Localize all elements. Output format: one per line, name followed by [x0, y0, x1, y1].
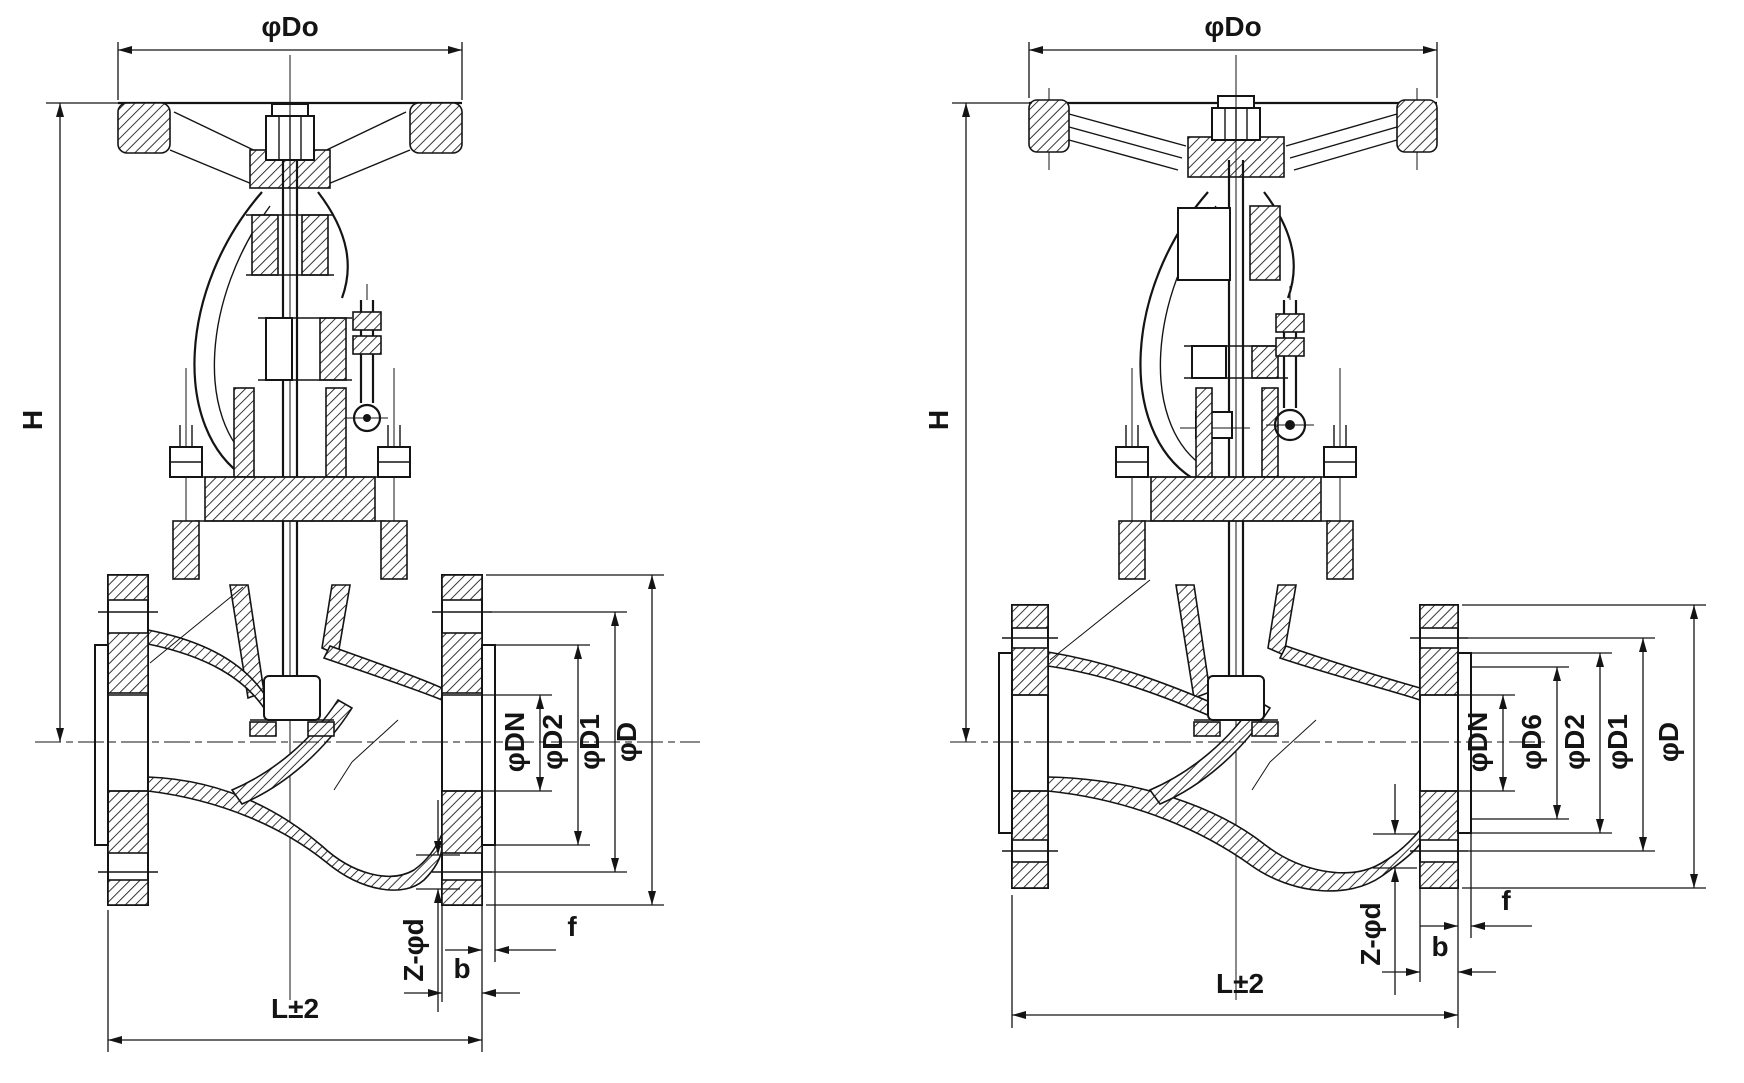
- dim-label-h-b: H: [923, 410, 954, 430]
- dim-label-l-b: L±2: [1216, 968, 1264, 999]
- body-b: [1047, 579, 1421, 892]
- dim-raised-face-height-b: f: [1420, 833, 1532, 938]
- dim-label-d-b: φD: [1653, 722, 1684, 762]
- handwheel-b: [1028, 88, 1438, 178]
- dim-label-zd-a: Z-φd: [398, 918, 429, 982]
- dim-label-d2-b: φD2: [1559, 714, 1590, 770]
- eye-bolt-a: [346, 284, 388, 433]
- dim-flange-od-b: φD: [1462, 604, 1706, 889]
- dim-flange-thickness-b: b: [1382, 888, 1496, 982]
- raised-face-left-a: [94, 644, 109, 846]
- flange-left-b: [998, 604, 1058, 889]
- dim-bore-b: φDN: [1458, 694, 1515, 792]
- dim-height-b: H: [923, 102, 1032, 742]
- dim-gasket-diameter-b: φD6: [1471, 666, 1569, 820]
- bonnet-a: [169, 368, 411, 580]
- handwheel-grip-left: [1028, 99, 1070, 153]
- raised-face-left-b: [998, 652, 1013, 834]
- handwheel-grip-right: [1396, 99, 1438, 153]
- dim-label-b-b: b: [1431, 931, 1448, 962]
- raised-face-right-b: [1457, 652, 1472, 834]
- disc-a: [263, 675, 321, 721]
- dim-raised-face-diameter-b: φD2: [1471, 652, 1612, 834]
- flange-left-a: [94, 574, 158, 906]
- dim-label-h-a: H: [17, 410, 48, 430]
- dim-label-d6-b: φD6: [1516, 714, 1547, 770]
- valve-a: φDo H φD φD1 φD2 φDN: [17, 11, 700, 1052]
- flange-right-b: [1410, 604, 1472, 889]
- dim-label-do-a: φDo: [261, 11, 318, 42]
- dim-bolt-holes-a: Z-φd: [398, 800, 460, 1012]
- disc-b: [1207, 675, 1265, 721]
- dim-bolt-holes-b: Z-φd: [1355, 784, 1417, 995]
- handwheel-rim-right: [409, 102, 463, 154]
- stem-a: [281, 55, 299, 1000]
- dim-label-f-a: f: [567, 911, 577, 942]
- dim-label-zd-b: Z-φd: [1355, 902, 1386, 966]
- dim-label-d1-b: φD1: [1602, 714, 1633, 770]
- valve-b: φDo H φD φD1 φD2 φD6: [923, 11, 1706, 1028]
- dim-label-b-a: b: [453, 953, 470, 984]
- gland-a: [233, 214, 352, 478]
- dim-bolt-circle-b: φD1: [1468, 637, 1655, 852]
- yoke-block-b: [1177, 207, 1231, 281]
- dim-label-dn-a: φDN: [499, 712, 530, 772]
- dim-raised-face-height-a: f: [445, 845, 577, 962]
- dim-label-l-a: L±2: [271, 993, 319, 1024]
- dim-handwheel-diameter-a: φDo: [117, 11, 463, 100]
- dim-label-do-b: φDo: [1204, 11, 1261, 42]
- dim-height-a: H: [17, 102, 130, 742]
- dim-flange-thickness-a: b: [404, 905, 520, 1002]
- handwheel-rim-left: [117, 102, 171, 154]
- body-a: [147, 584, 443, 891]
- dim-handwheel-diameter-b: φDo: [1028, 11, 1438, 98]
- dim-face-to-face-a: L±2: [107, 905, 483, 1052]
- dim-label-d2-a: φD2: [537, 714, 568, 770]
- dim-face-to-face-b: L±2: [1011, 888, 1459, 1028]
- eye-bolt-b: [1266, 286, 1314, 442]
- dim-label-dn-b: φDN: [1462, 712, 1493, 772]
- raised-face-right-a: [481, 644, 496, 846]
- dim-bore-a: φDN: [482, 694, 552, 792]
- dim-label-f-b: f: [1501, 885, 1511, 916]
- gland-b: [1177, 205, 1288, 478]
- bonnet-b: [1115, 368, 1357, 580]
